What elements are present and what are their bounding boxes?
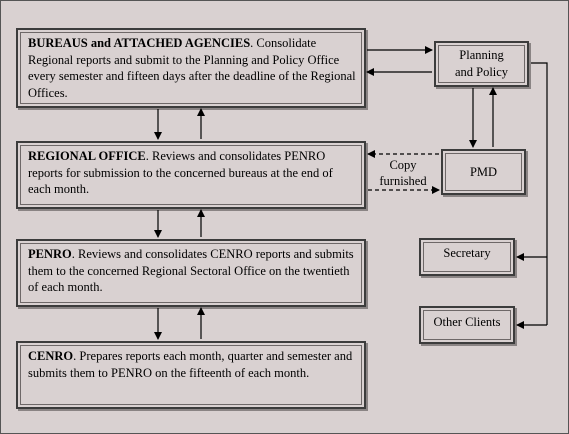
pmd-label: PMD (469, 165, 498, 179)
other-clients-box: Other Clients (419, 306, 515, 344)
bureaus-title: BUREAUS and ATTACHED AGENCIES (28, 36, 251, 50)
copy-furnished-label: Copy furnished (369, 157, 437, 189)
planning-policy-box-inner-border (438, 45, 525, 83)
planning-policy-line1: Planning (459, 48, 504, 62)
planning-policy-box: Planning and Policy (434, 41, 529, 87)
cenro-description: CENRO. Prepares reports each month, quar… (28, 348, 356, 381)
penro-title: PENRO (28, 247, 72, 261)
planning-policy-label: Planning and Policy (436, 47, 527, 81)
planning-policy-line2: and Policy (454, 65, 509, 79)
cenro-text: . Prepares reports each month, quarter a… (28, 349, 353, 380)
regional-office-box-inner-border (20, 145, 362, 205)
secretary-box-inner-border (423, 242, 511, 272)
cenro-title: CENRO (28, 349, 74, 363)
secretary-box: Secretary (419, 238, 515, 276)
penro-text: . Reviews and consolidates CENRO reports… (28, 247, 354, 294)
bureaus-box: BUREAUS and ATTACHED AGENCIES. Consolida… (16, 28, 366, 108)
cenro-box: CENRO. Prepares reports each month, quar… (16, 341, 366, 409)
other-clients-box-inner-border (423, 310, 511, 340)
regional-office-box: REGIONAL OFFICE. Reviews and consolidate… (16, 141, 366, 209)
pmd-box: PMD (441, 149, 526, 195)
regional-office-description: REGIONAL OFFICE. Reviews and consolidate… (28, 148, 356, 198)
trunk-planning-right (531, 62, 548, 325)
copy-furnished-line1: Copy (389, 158, 417, 172)
regional-office-title: REGIONAL OFFICE (28, 149, 146, 163)
bureaus-box-inner-border (20, 32, 362, 104)
bureaus-description: BUREAUS and ATTACHED AGENCIES. Consolida… (28, 35, 356, 101)
pmd-box-inner-border (445, 153, 522, 191)
penro-box-inner-border (20, 243, 362, 303)
penro-box: PENRO. Reviews and consolidates CENRO re… (16, 239, 366, 307)
other-clients-label: Other Clients (433, 315, 501, 329)
secretary-label: Secretary (443, 246, 491, 260)
copy-furnished-line2: furnished (379, 174, 427, 188)
regional-office-text: . Reviews and consolidates PENRO reports… (28, 149, 333, 196)
penro-description: PENRO. Reviews and consolidates CENRO re… (28, 246, 356, 296)
cenro-box-inner-border (20, 345, 362, 405)
bureaus-text: . Consolidate Regional reports and submi… (28, 36, 356, 100)
